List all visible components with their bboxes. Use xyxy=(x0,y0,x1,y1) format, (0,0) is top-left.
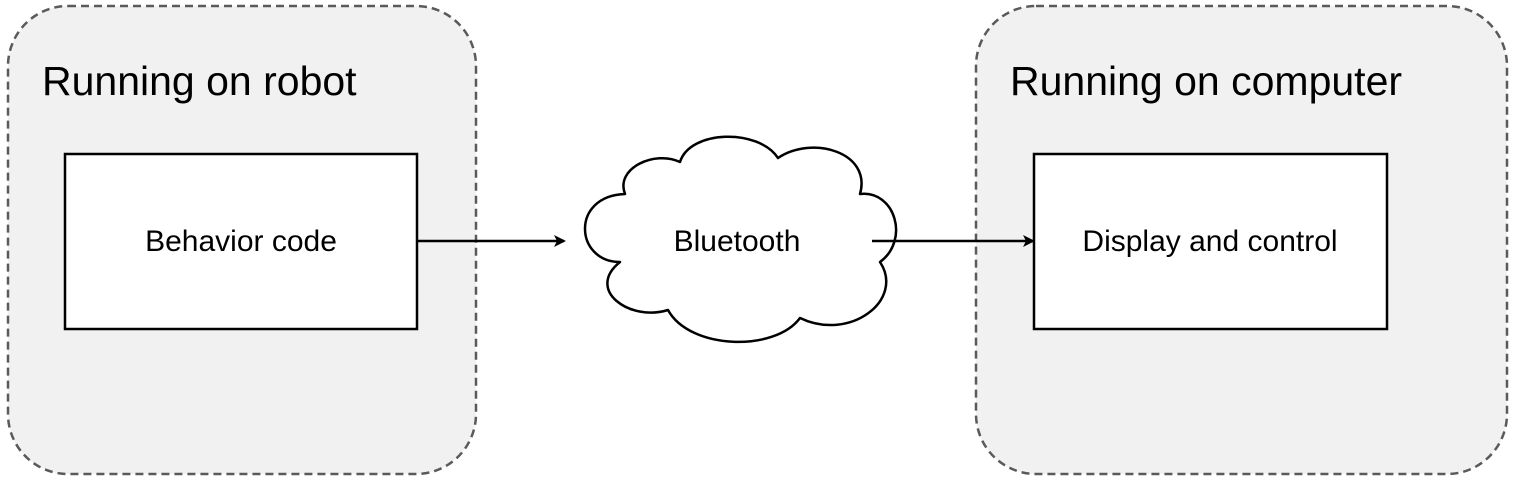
behavior-code-label: Behavior code xyxy=(145,225,337,258)
bluetooth-label: Bluetooth xyxy=(674,225,801,258)
behavior-code-box[interactable] xyxy=(63,152,419,331)
display-and-control-label: Display and control xyxy=(1082,225,1337,258)
bluetooth-cloud-shape[interactable] xyxy=(583,135,898,343)
node-display-and-control[interactable]: Display and control xyxy=(1032,152,1389,331)
display-and-control-box[interactable] xyxy=(1032,152,1389,331)
node-behavior-code[interactable]: Behavior code xyxy=(63,152,419,331)
group-robot-title: Running on robot xyxy=(42,58,357,104)
node-bluetooth[interactable]: Bluetooth xyxy=(583,135,898,343)
group-computer-title: Running on computer xyxy=(1010,58,1402,104)
